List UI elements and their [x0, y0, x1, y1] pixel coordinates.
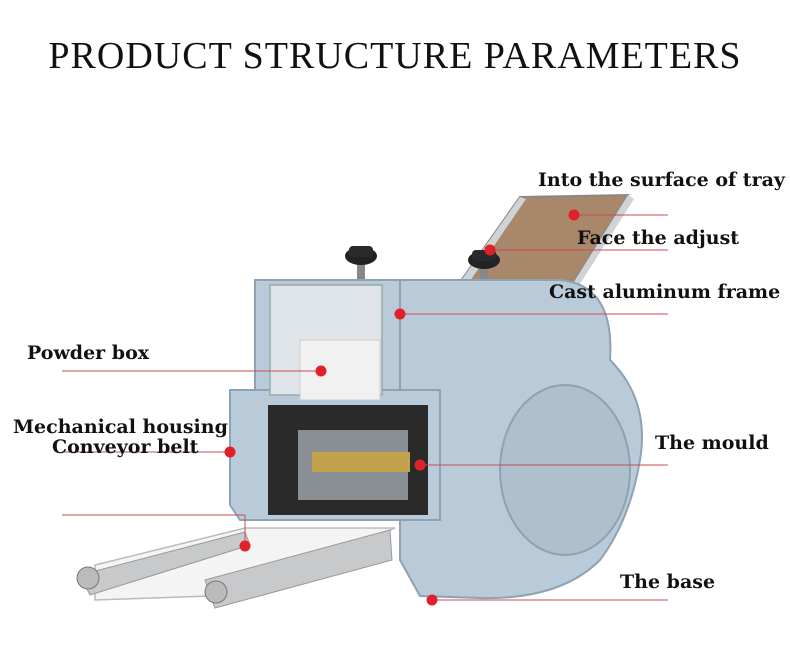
machine-housing: [229, 279, 643, 600]
leader-lines: [62, 214, 668, 601]
label-adjust: Face the adjust: [577, 227, 740, 249]
pointer-dot-frame: [394, 308, 406, 320]
label-mech-housing: Mechanical housing: [13, 416, 228, 438]
label-mould: The mould: [655, 432, 769, 454]
label-base: The base: [620, 571, 716, 593]
pointer-dot-mould: [414, 459, 426, 471]
knob-left: [345, 246, 377, 280]
pointer-dot-base: [426, 594, 438, 606]
label-powder-box: Powder box: [27, 342, 150, 364]
pointer-dot-powder-box: [315, 365, 327, 377]
pointer-dot-adjust: [484, 244, 496, 256]
pointer-dot-tray: [568, 209, 580, 221]
pointer-dots: [224, 209, 580, 606]
page-title: PRODUCT STRUCTURE PARAMETERS: [48, 35, 742, 77]
label-conveyor-belt: Conveyor belt: [52, 436, 199, 458]
conveyor: [76, 527, 396, 609]
label-tray: Into the surface of tray: [538, 169, 785, 191]
pointer-dot-mech-housing: [224, 446, 236, 458]
label-frame: Cast aluminum frame: [549, 281, 781, 303]
pointer-dot-conveyor: [239, 540, 251, 552]
